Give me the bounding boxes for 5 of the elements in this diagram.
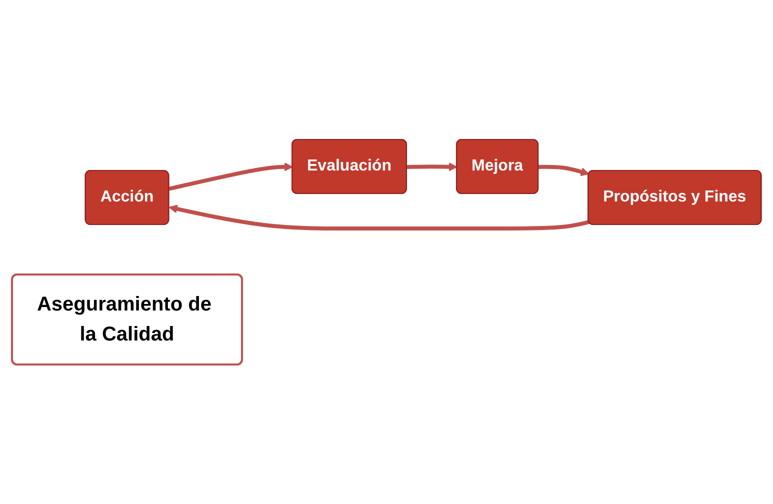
- arrow: [168, 204, 590, 230]
- arrow: [538, 164, 590, 176]
- arrow: [168, 162, 293, 191]
- arrow: [406, 162, 458, 172]
- node-text: Aseguramiento de la Calidad: [36, 294, 212, 346]
